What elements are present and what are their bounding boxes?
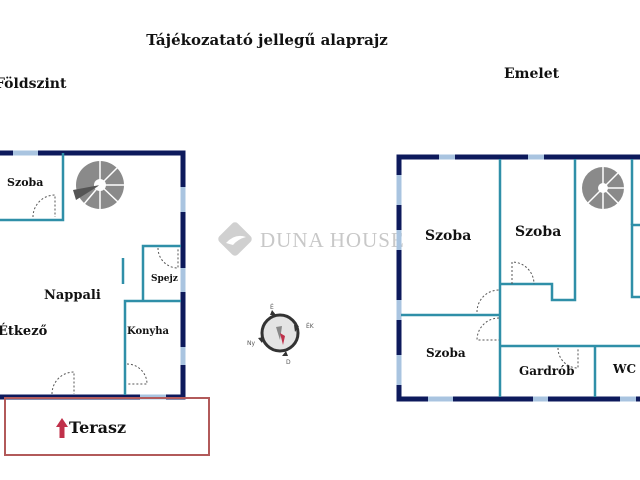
- terrace-outline: [4, 397, 210, 456]
- spiral-stair-icon: [73, 161, 124, 209]
- ground-floor-label: Földszint: [0, 76, 67, 92]
- entrance-arrow-icon: [56, 418, 68, 438]
- compass-west: Ny: [247, 340, 255, 347]
- room-szoba: Szoba: [7, 176, 43, 189]
- duna-house-logo: DUNA HOUSE: [218, 222, 405, 256]
- room-spejz: Spejz: [151, 274, 178, 284]
- room-szoba-1: Szoba: [425, 228, 471, 244]
- compass-north-east: ÉK: [306, 322, 315, 330]
- watermark-text: DUNA HOUSE: [260, 228, 405, 252]
- room-nappali: Nappali: [44, 288, 101, 303]
- compass-south: D: [286, 359, 291, 366]
- compass-north: É: [270, 303, 274, 311]
- room-gardrob: Gardrób: [519, 364, 574, 378]
- room-szoba-3: Szoba: [426, 346, 466, 360]
- room-konyha: Konyha: [127, 326, 169, 337]
- room-wc: WC: [612, 362, 636, 376]
- spiral-stair-icon: [582, 167, 624, 209]
- upper-floor-label: Emelet: [504, 66, 560, 82]
- upper-floor: Szoba Szoba Szoba Gardrób WC: [396, 154, 640, 402]
- room-szoba-2: Szoba: [515, 224, 561, 240]
- compass-icon: É ÉK Ny D: [247, 303, 315, 366]
- room-terasz: Terasz: [69, 418, 126, 437]
- ground-floor: Szoba Nappali Étkező Spejz Konyha Terasz: [0, 150, 210, 456]
- plan-title: Tájékozatató jellegű alaprajz: [146, 31, 388, 49]
- room-etkezo: Étkező: [0, 323, 48, 339]
